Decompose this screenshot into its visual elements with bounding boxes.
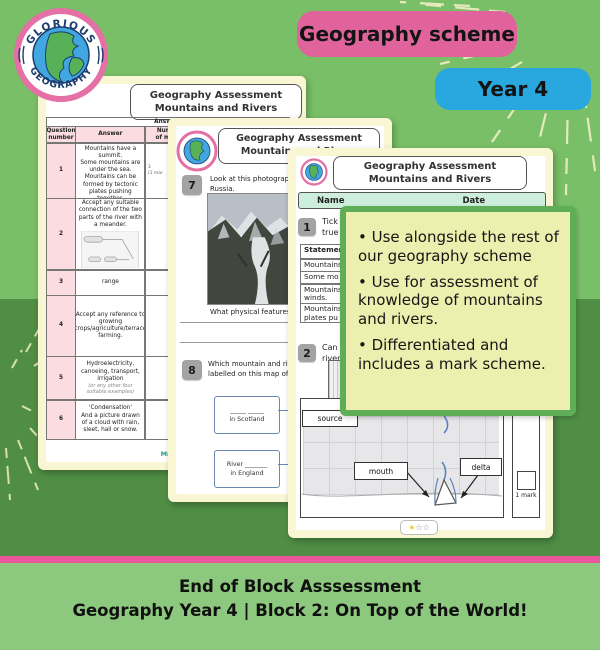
mini-logo-icon xyxy=(176,130,218,172)
mouth-label: mouth xyxy=(354,462,408,480)
scheme-badge[interactable]: Geography scheme xyxy=(297,11,517,57)
england-answer-box: River _______ in England xyxy=(214,450,280,488)
mountain-photo xyxy=(207,193,295,305)
year-badge[interactable]: Year 4 xyxy=(435,68,591,110)
question-7-number: 7 xyxy=(182,175,202,195)
scheme-badge-label: Geography scheme xyxy=(299,22,515,46)
footer-subtitle: Geography Year 4 | Block 2: On Top of th… xyxy=(72,600,528,620)
mark-label: 1 mark xyxy=(515,492,537,499)
answer-line xyxy=(180,342,340,343)
footer-bar: End of Block Asssessment Geography Year … xyxy=(0,563,600,650)
question-2-number: 2 xyxy=(298,344,316,362)
name-date-bar: Name Date xyxy=(298,192,546,209)
sheet1-title: Geography Assessment Mountains and River… xyxy=(130,84,302,120)
question-8-number: 8 xyxy=(182,360,202,380)
date-label: Date xyxy=(462,195,486,206)
answer-line xyxy=(180,322,340,323)
col-question-number: Question number xyxy=(46,126,76,144)
globe-land xyxy=(45,31,80,83)
logo-side-marks xyxy=(18,45,104,65)
mark-checkbox xyxy=(517,471,536,490)
sheet3-title: Geography Assessment Mountains and River… xyxy=(333,156,527,190)
question-1-number: 1 xyxy=(298,218,316,236)
star-filled-icon: ★ xyxy=(408,522,416,532)
note-bullet: • Use alongside the rest of our geograph… xyxy=(358,228,559,265)
scotland-answer-box: _____ _____ in Scotland xyxy=(214,396,280,434)
name-label: Name xyxy=(317,195,345,206)
note-bullet: • Differentiated and includes a mark sch… xyxy=(358,335,546,373)
difficulty-stars: ★☆☆ xyxy=(400,520,438,535)
note-bullet: • Use for assessment of knowledge of mou… xyxy=(358,272,543,329)
mini-logo-icon xyxy=(300,158,328,186)
sticky-note: • Use alongside the rest of our geograph… xyxy=(340,206,576,416)
delta-label: delta xyxy=(460,458,502,476)
meander-sketch xyxy=(81,231,140,269)
footer-accent-stripe xyxy=(0,556,600,563)
mark-column: 1 mark xyxy=(512,398,540,518)
col-answer: Answer xyxy=(75,126,146,144)
photo-caption: What physical features xyxy=(210,308,291,316)
star-empty-icons: ☆☆ xyxy=(415,522,430,532)
globe-land-2 xyxy=(68,57,85,77)
glorious-geography-logo: GLORIOUS GEOGRAPHY xyxy=(14,8,108,102)
table-row: 2 Accept any suitable connection of the … xyxy=(46,198,290,271)
year-badge-label: Year 4 xyxy=(477,77,549,101)
footer-title: End of Block Asssessment xyxy=(179,577,421,596)
